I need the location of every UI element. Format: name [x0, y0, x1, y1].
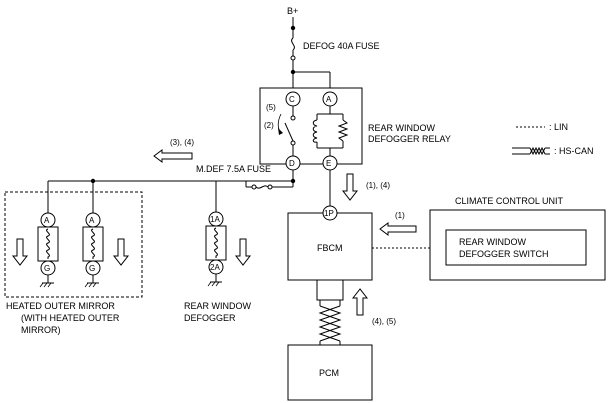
hscan-legend-label: : HS-CAN	[554, 146, 594, 156]
mirror-label-line2: (WITH HEATED OUTER	[21, 313, 120, 323]
pcm-label: PCM	[319, 368, 339, 378]
arrow-label-1: (1)	[395, 211, 405, 220]
right-mirror-terminal-a-label: A	[89, 216, 95, 225]
lin-legend-label: : LIN	[549, 122, 568, 132]
mirror-label-line3: MIRROR)	[21, 325, 61, 335]
mdef-fuse-right-terminal	[267, 184, 273, 190]
relay-to-fbcm-arrow-icon	[341, 173, 359, 201]
relay-terminal-e-label: E	[326, 159, 331, 168]
climate-unit-title: CLIMATE CONTROL UNIT	[455, 196, 564, 206]
left-mirror-terminal-g-label: G	[44, 264, 50, 273]
mdef-fuse-left-terminal	[251, 184, 257, 190]
right-down-arrow-icon	[112, 238, 130, 266]
relay-step-2: (2)	[264, 121, 274, 130]
defog-fuse-icon	[291, 37, 295, 51]
ground-hatch	[207, 281, 212, 287]
fbcm-box	[287, 212, 373, 281]
left-arrow-icon	[153, 149, 193, 163]
hscan-twist-b	[529, 146, 546, 156]
hscan-connector	[316, 279, 344, 301]
fbcm-terminal-1p	[322, 205, 338, 221]
rear-defogger-element-icon	[214, 227, 218, 258]
ground-hatch	[88, 282, 93, 288]
relay-switch-blade	[284, 122, 294, 142]
ground-hatch	[43, 282, 48, 288]
switch-label-line2: DEFOGGER SWITCH	[459, 249, 549, 259]
left-mirror-terminal-a-label: A	[44, 216, 50, 225]
relay-terminal-c-label: C	[289, 95, 295, 104]
relay-coil-icon	[312, 119, 318, 143]
relay-step-5: (5)	[266, 103, 276, 112]
ground-hatch	[47, 282, 52, 288]
defogger-label-line1: REAR WINDOW	[184, 301, 252, 311]
relay-resistor-icon	[337, 119, 349, 142]
battery-label: B+	[287, 6, 298, 16]
ccu-to-fbcm-arrow-icon	[379, 222, 417, 236]
pcm-to-fbcm-arrow-icon	[351, 288, 369, 316]
defogger-label-line2: DEFOGGER	[184, 313, 236, 323]
relay-label-line1: REAR WINDOW	[368, 123, 436, 133]
contact-upper-pin	[290, 115, 296, 121]
left-mirror-element-icon	[46, 228, 50, 259]
relay-terminal-a-label: A	[326, 95, 332, 104]
mirror-label-line1: HEATED OUTER MIRROR	[6, 301, 115, 311]
ground-hatch	[215, 281, 220, 287]
arrow-label-3-4: (3), (4)	[170, 138, 194, 147]
ground-hatch	[211, 281, 216, 287]
defogger-down-arrow-icon	[234, 238, 252, 266]
arrow-label-4-5: (4), (5)	[372, 317, 396, 326]
hscan-twist-icon-b	[318, 305, 342, 342]
relay-terminal-d-label: D	[289, 159, 295, 168]
switch-label-line1: REAR WINDOW	[459, 237, 527, 247]
fbcm-label: FBCM	[317, 243, 343, 253]
mdef-fuse-icon	[255, 185, 269, 189]
relay-box	[259, 87, 363, 165]
right-mirror-terminal-g-label: G	[89, 264, 95, 273]
right-mirror-element-icon	[91, 228, 95, 259]
pcm-box	[287, 344, 373, 401]
defogger-terminal-1a-label: 1A	[210, 215, 220, 224]
ground-hatch	[39, 282, 44, 288]
b-plus-node	[290, 25, 296, 31]
defogger-switch-box	[445, 229, 587, 266]
contact-lower-pin	[290, 140, 296, 146]
ground-hatch	[92, 282, 97, 288]
mdef-fuse-label: M.DEF 7.5A FUSE	[196, 164, 271, 174]
defog-fuse-label: DEFOG 40A FUSE	[303, 41, 380, 51]
defogger-terminal-2a-label: 2A	[210, 263, 220, 272]
contact-motion-arrowhead	[278, 128, 283, 135]
ground-hatch	[84, 282, 89, 288]
relay-label-line2: DEFOGGER RELAY	[368, 134, 451, 144]
arrow-label-1-4: (1), (4)	[366, 181, 390, 190]
heated-mirror-box	[4, 191, 143, 298]
fuse-terminal	[290, 55, 296, 61]
fbcm-terminal-1p-label: 1P	[324, 209, 334, 218]
left-down-arrow-icon	[11, 238, 29, 266]
